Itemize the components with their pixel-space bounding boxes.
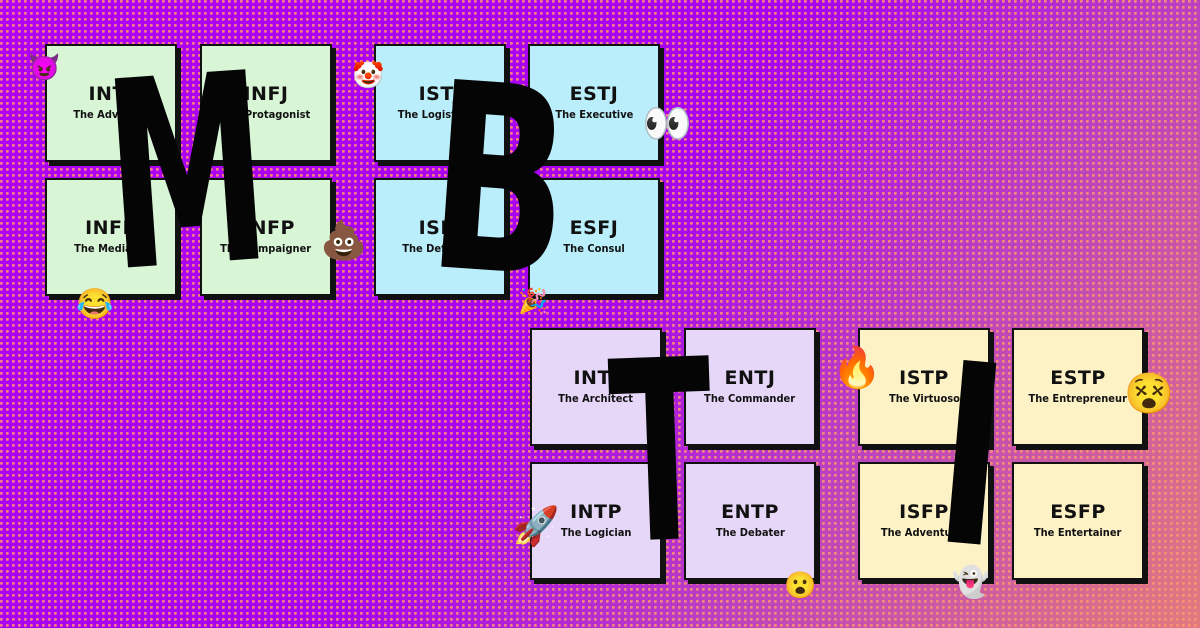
card-infp-mediator: INFP The Mediator [45,178,177,296]
card-intj-architect: INTJ The Architect [530,328,662,446]
big-letter-b: B [420,27,579,336]
dizzy-face-icon: 😵 [1124,372,1174,416]
card-role: The Logistician [397,108,483,121]
card-infj-protagonist: INFJ The Protagonist [200,44,332,162]
card-isfj-defender: ISFJ The Defender [374,178,506,296]
card-role: The Debater [715,526,785,539]
card-role: The Architect [558,392,634,405]
card-intp-logician: INTP The Logician [530,462,662,580]
eyes-icon: 👀 [642,102,692,146]
card-enfp-campaigner: ENFP The Campaigner [200,178,332,296]
card-role: The Advocate [73,108,149,121]
card-estj-executive: ESTJ The Executive [528,44,660,162]
party-popper-icon: 🎉 [518,288,548,315]
card-intj-advocate: INTJ The Advocate [45,44,177,162]
card-role: The Defender [402,242,478,255]
card-role: The Consul [563,242,625,255]
card-role: The Commander [704,392,796,405]
card-code: ISTJ [418,83,462,105]
card-code: INFP [85,217,137,239]
card-estp-entrepreneur: ESTP The Entrepreneur [1012,328,1144,446]
surprised-face-icon: 😮 [784,570,817,600]
card-code: ESTJ [569,83,619,105]
devil-icon: 😈 [28,52,61,82]
card-code: INFJ [243,83,289,105]
rocket-icon: 🚀 [512,506,560,548]
clown-icon: 🤡 [352,60,385,90]
laughing-face-icon: 😂 [76,288,114,321]
card-code: ESFJ [569,217,619,239]
card-code: ESTP [1050,367,1106,389]
card-entj-commander: ENTJ The Commander [684,328,816,446]
card-isfp-adventurer: ISFP The Adventurer [858,462,990,580]
card-role: The Entrepreneur [1028,392,1128,405]
card-code: ISTP [899,367,949,389]
card-code: ENFP [237,217,295,239]
card-code: ISFP [899,501,949,523]
card-role: The Logician [560,526,632,539]
card-entp-debater: ENTP The Debater [684,462,816,580]
card-code: ISFJ [418,217,462,239]
big-letter-t: T [605,305,718,600]
card-istp-virtuoso: ISTP The Virtuoso [858,328,990,446]
card-esfp-entertainer: ESFP The Entertainer [1012,462,1144,580]
card-code: ENTP [721,501,779,523]
card-esfj-consul: ESFJ The Consul [528,178,660,296]
card-role: The Entertainer [1034,526,1122,539]
card-role: The Virtuoso [888,392,960,405]
card-code: INTJ [573,367,619,389]
fire-icon: 🔥 [832,346,882,390]
card-code: ESFP [1050,501,1106,523]
card-code: INTP [570,501,622,523]
card-istj-logistician: ISTJ The Logistician [374,44,506,162]
card-code: INTJ [88,83,134,105]
card-role: The Protagonist [221,108,311,121]
card-role: The Mediator [73,242,149,255]
card-code: ENTJ [724,367,776,389]
card-role: The Campaigner [220,242,312,255]
poop-icon: 💩 [320,220,368,262]
big-letter-m: M [96,17,278,331]
card-role: The Adventurer [880,526,968,539]
ghost-icon: 👻 [952,566,990,599]
card-role: The Executive [554,108,634,121]
